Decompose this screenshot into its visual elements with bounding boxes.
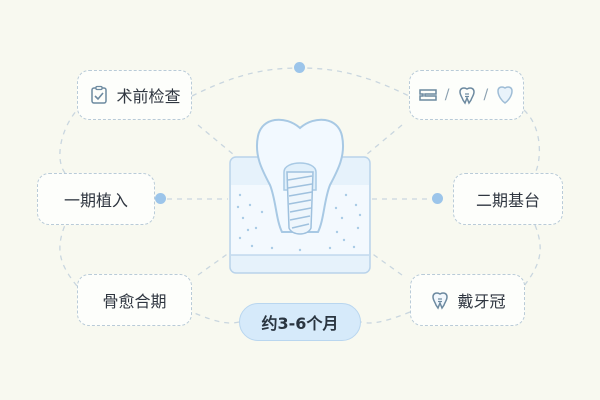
step-label: 戴牙冠	[457, 292, 506, 311]
bone-dots	[236, 193, 362, 252]
duration-badge: 约3-6个月	[239, 303, 361, 341]
implant-tooth-icon	[456, 84, 478, 106]
screw-threads	[287, 175, 313, 229]
step-label: 二期基台	[475, 191, 540, 210]
duration-label: 约3-6个月	[261, 314, 339, 333]
accent-dot-right	[432, 193, 443, 204]
step-stage-two-abutment: 二期基台	[453, 173, 563, 225]
step-label: 一期植入	[63, 191, 128, 210]
accent-dot-left	[155, 193, 166, 204]
step-stage-one-implant: 一期植入	[37, 173, 155, 225]
step-label: 术前检查	[116, 87, 181, 106]
step-imaging-plan: / /	[409, 70, 524, 120]
panoramic-xray-icon	[417, 84, 439, 106]
crown-shield-icon	[494, 84, 516, 106]
dental-implant-illustration	[229, 118, 371, 274]
tooth-icon	[429, 289, 451, 311]
step-wear-crown: 戴牙冠	[410, 274, 525, 326]
step-pre-op-exam: 术前检查	[77, 70, 192, 120]
accent-dot-top	[294, 62, 305, 73]
step-label: 骨愈合期	[102, 292, 167, 311]
clipboard-check-icon	[88, 84, 110, 106]
icon-separator: /	[483, 87, 489, 103]
step-bone-healing: 骨愈合期	[77, 274, 192, 326]
icon-separator: /	[444, 87, 450, 103]
